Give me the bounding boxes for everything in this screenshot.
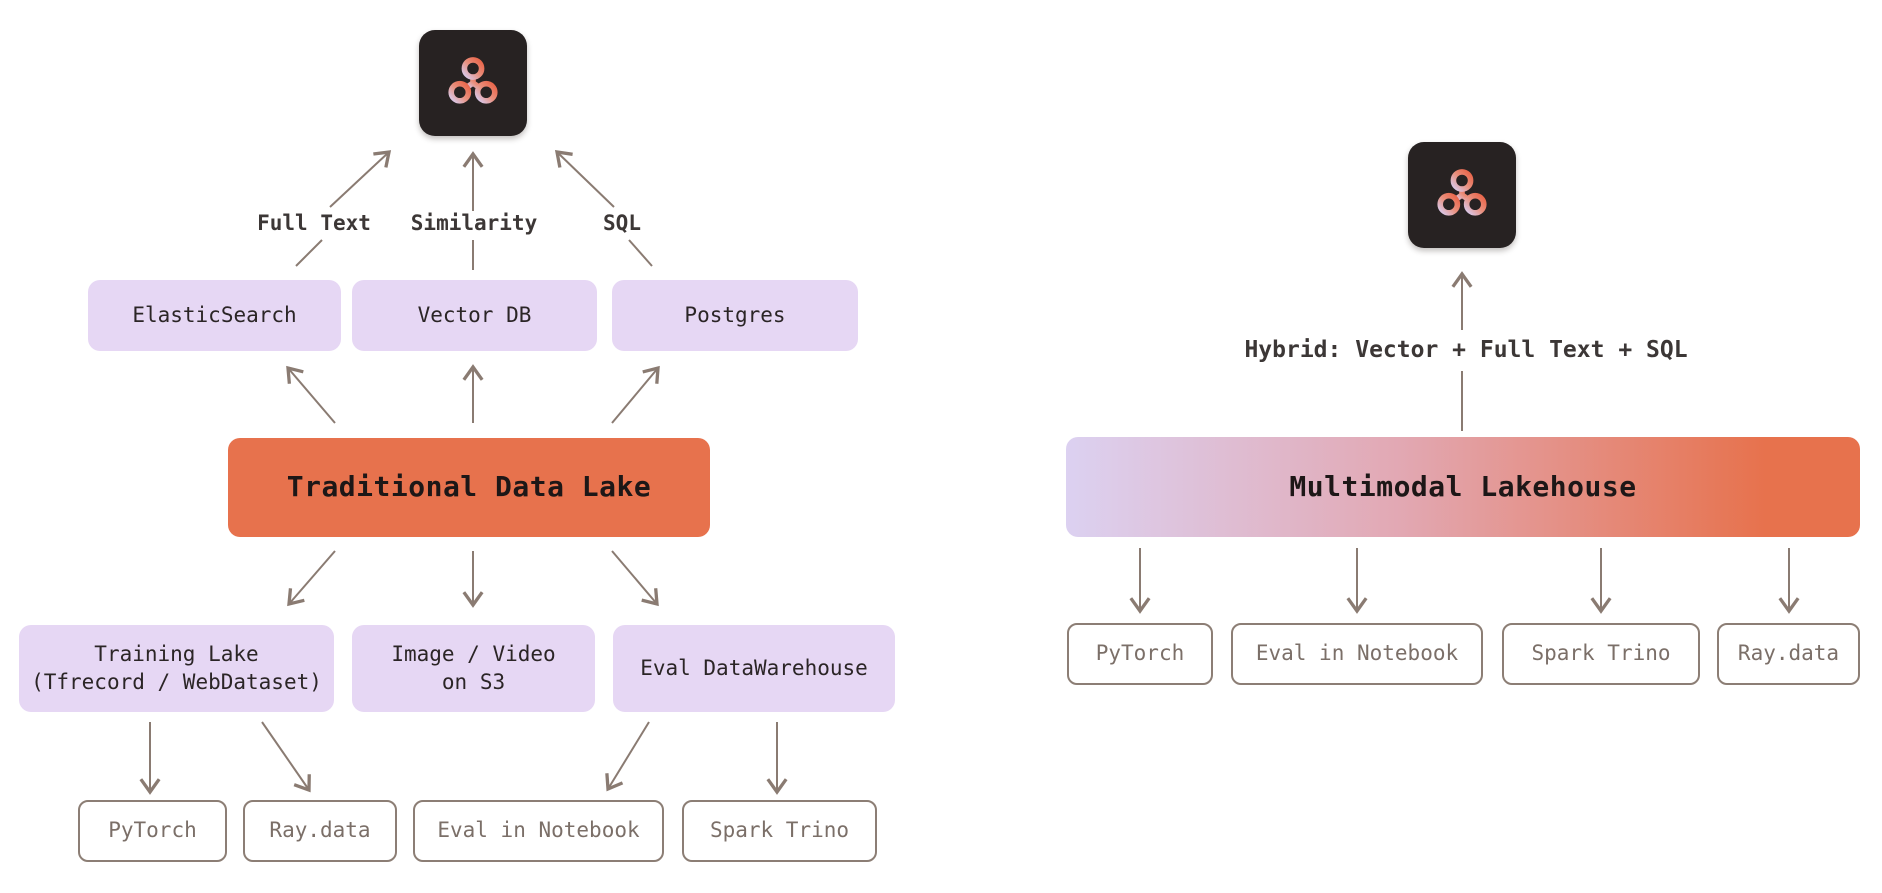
consumer-box-pytorch: PyTorch — [78, 800, 227, 862]
store-box-image-video-s3: Image / Video on S3 — [352, 625, 595, 712]
consumer-box-pytorch: PyTorch — [1067, 623, 1213, 685]
arrow-hub-to-postgres — [611, 365, 660, 424]
arrow-hub-to-evaldw — [611, 550, 659, 607]
node-graph-icon — [419, 30, 527, 136]
engine-box-elasticsearch: ElasticSearch — [88, 280, 341, 351]
consumer-box-spark-trino: Spark Trino — [1502, 623, 1700, 685]
query-label-hybrid: Hybrid: Vector + Full Text + SQL — [1244, 337, 1688, 363]
arrow-evaldw-to-notebook — [605, 721, 650, 792]
arrow-hub-to-elasticsearch — [286, 365, 336, 424]
engine-box-vector-db: Vector DB — [352, 280, 597, 351]
consumer-box-spark-trino: Spark Trino — [682, 800, 877, 862]
consumer-box-raydata: Ray.data — [1717, 623, 1860, 685]
query-label-full-text: Full Text — [257, 211, 371, 235]
arrow-traininglake-to-raydata — [261, 721, 311, 793]
arrow-fulltext-to-logo — [329, 150, 392, 208]
node-graph-icon — [1408, 142, 1516, 248]
node-graph-glyph — [1429, 162, 1495, 228]
line-postgres-to-sql — [628, 239, 653, 267]
engine-box-postgres: Postgres — [612, 280, 858, 351]
line-elasticsearch-to-fulltext — [295, 239, 323, 267]
consumer-box-eval-in-notebook: Eval in Notebook — [1231, 623, 1483, 685]
arrow-hub-to-traininglake — [287, 550, 336, 607]
store-box-eval-datawarehouse: Eval DataWarehouse — [613, 625, 895, 712]
store-box-training-lake: Training Lake (Tfrecord / WebDataset) — [19, 625, 334, 712]
consumer-box-eval-in-notebook: Eval in Notebook — [413, 800, 664, 862]
arrow-sql-to-logo — [554, 150, 615, 208]
query-label-similarity: Similarity — [410, 211, 538, 235]
traditional-data-lake-box: Traditional Data Lake — [228, 438, 710, 537]
node-graph-glyph — [440, 50, 506, 116]
multimodal-lakehouse-box: Multimodal Lakehouse — [1066, 437, 1860, 537]
query-label-sql: SQL — [603, 211, 641, 235]
consumer-box-raydata: Ray.data — [243, 800, 397, 862]
